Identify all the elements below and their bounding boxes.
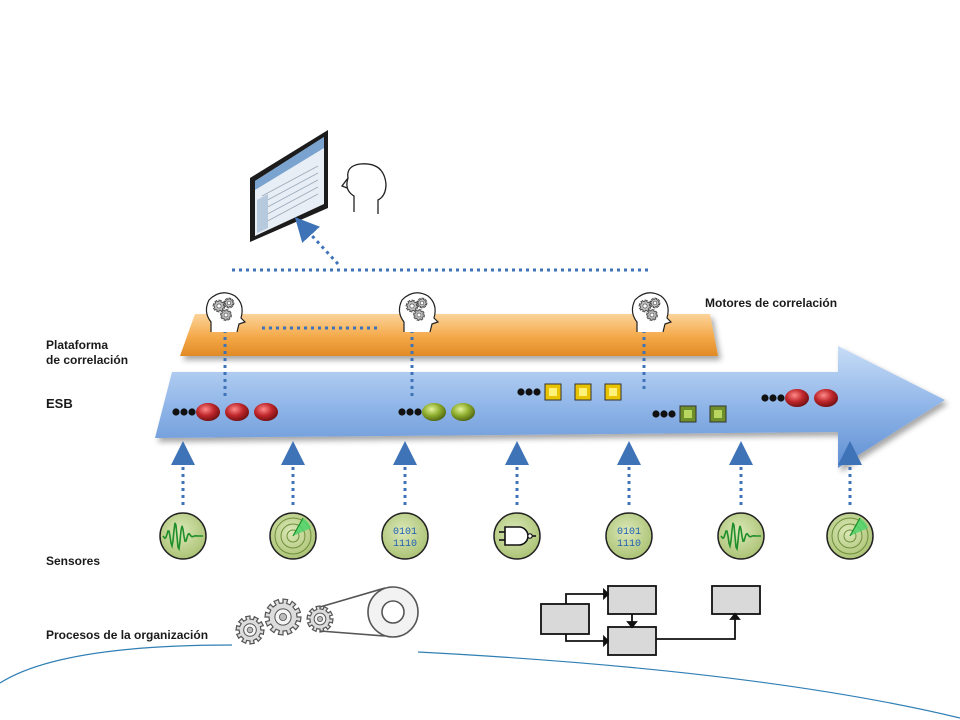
queue-dot (414, 408, 422, 416)
brain-gears-icon (631, 292, 673, 333)
queue-dot (180, 408, 188, 416)
esb-label: ESB (46, 396, 73, 411)
gears-process-icon (235, 586, 419, 645)
red-event-icon (814, 389, 838, 407)
platform-label: Plataforma de correlación (46, 338, 129, 367)
radar-icon (269, 512, 317, 560)
event-group (172, 403, 278, 421)
queue-dot (406, 408, 414, 416)
queue-dot (652, 410, 660, 418)
red-event-icon (785, 389, 809, 407)
green-square-event-icon (709, 405, 727, 423)
flowchart-process-icon (540, 585, 761, 656)
queue-dot (769, 394, 777, 402)
monitor-icon (250, 130, 328, 242)
yellow-event-icon (574, 383, 592, 401)
green-event-icon (451, 403, 475, 421)
brain-gears-icon (398, 292, 440, 333)
binary-text: 1110 (617, 539, 641, 550)
queue-dot (517, 388, 525, 396)
queue-dot (525, 388, 533, 396)
esb-arrow (155, 346, 945, 468)
correlation-platform (180, 314, 718, 356)
event-group (652, 405, 727, 423)
binary-text: 0101 (393, 527, 417, 538)
horizon-curve-left (0, 644, 233, 684)
yellow-event-icon (604, 383, 622, 401)
sensors-label: Sensores (46, 554, 101, 568)
event-group (398, 403, 475, 421)
queue-dot (761, 394, 769, 402)
queue-dot (172, 408, 180, 416)
red-event-icon (225, 403, 249, 421)
engines-label: Motores de correlación (705, 296, 838, 310)
queue-dot (660, 410, 668, 418)
binary-text: 0101 (617, 527, 641, 538)
waveform-icon (717, 512, 765, 560)
queue-dot (188, 408, 196, 416)
output-connector (294, 217, 340, 266)
user-head-icon (346, 163, 387, 214)
logic-gate-icon (493, 512, 541, 560)
waveform-icon (159, 512, 207, 560)
binary-text: 1110 (393, 539, 417, 550)
queue-dot (533, 388, 541, 396)
horizon-curve-right (417, 651, 960, 719)
event-group (517, 383, 622, 401)
brain-gears-icon (205, 292, 247, 333)
green-square-event-icon (679, 405, 697, 423)
green-event-icon (422, 403, 446, 421)
queue-dot (398, 408, 406, 416)
red-event-icon (196, 403, 220, 421)
yellow-event-icon (544, 383, 562, 401)
event-group (761, 389, 838, 407)
queue-dot (777, 394, 785, 402)
queue-dot (668, 410, 676, 418)
red-event-icon (254, 403, 278, 421)
processes-label: Procesos de la organización (46, 628, 209, 642)
radar-icon (826, 512, 874, 560)
